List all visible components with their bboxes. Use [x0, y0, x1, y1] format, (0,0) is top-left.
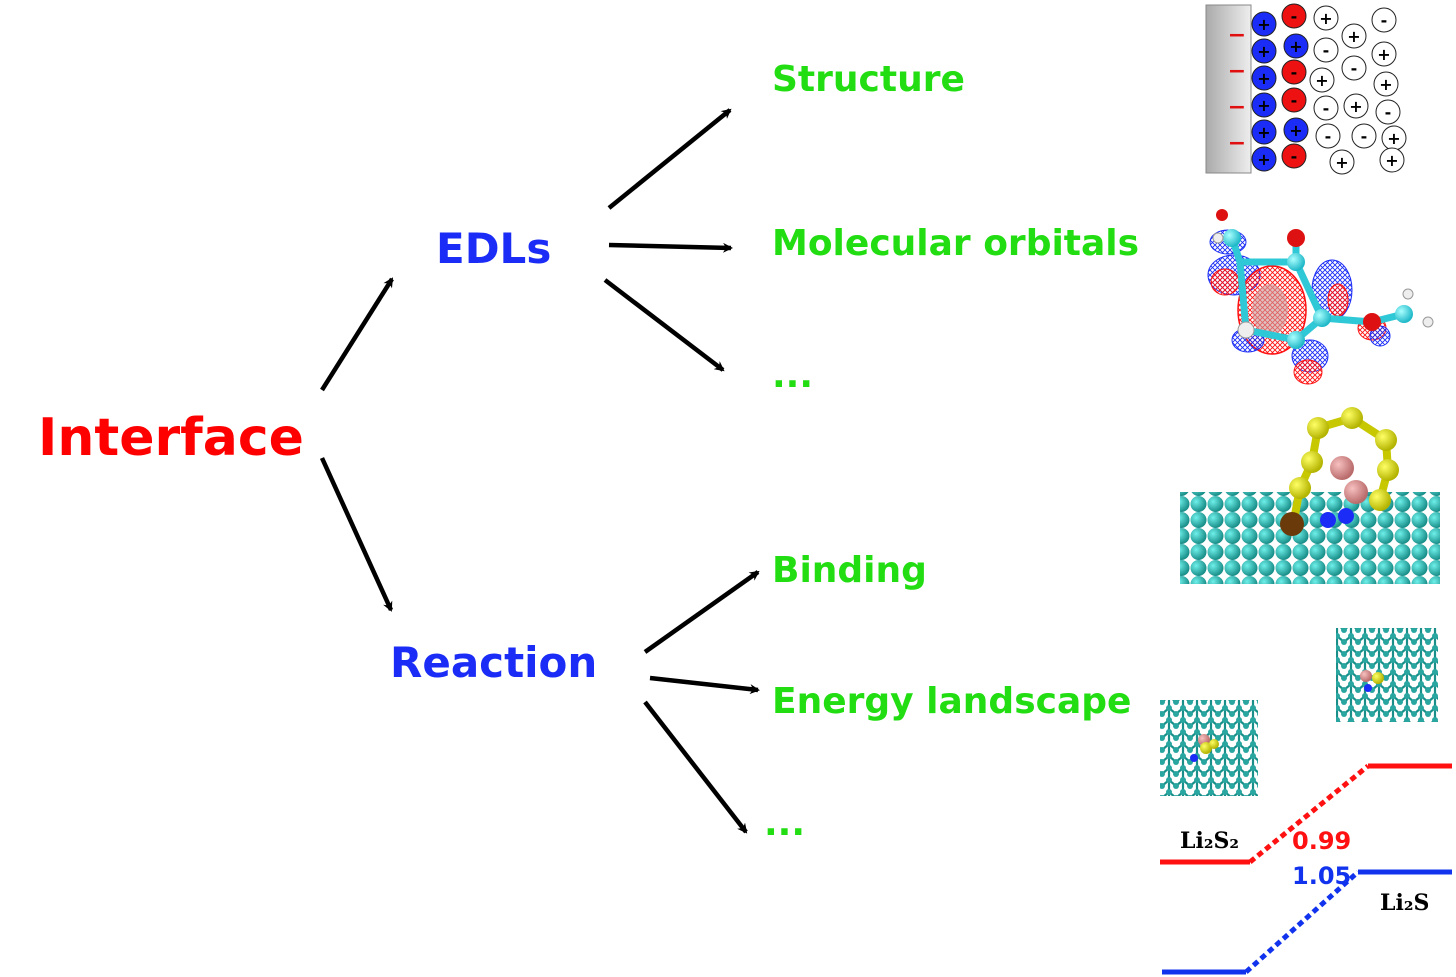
- branch-label-reaction: Reaction: [390, 638, 598, 687]
- binding-illustration: [1180, 407, 1440, 584]
- leaf-label-binding: Binding: [772, 550, 927, 591]
- arrow-edls-to-orbitals: [608, 242, 733, 253]
- initial-species-label: Li₂S₂: [1180, 828, 1239, 854]
- svg-text:-: -: [1381, 11, 1388, 30]
- surface-charge: −: [1228, 23, 1246, 48]
- red-transition-path: [1248, 764, 1370, 864]
- svg-text:-: -: [1291, 147, 1298, 166]
- svg-text:+: +: [1387, 129, 1400, 148]
- svg-text:+: +: [1347, 27, 1360, 46]
- root-label-interface: Interface: [38, 408, 304, 468]
- svg-text:-: -: [1323, 99, 1330, 118]
- energy-landscape-illustration: Li₂S₂ 0.99 1.05 Li₂S: [1160, 628, 1452, 975]
- arrow-reaction-to-energy: [649, 675, 760, 695]
- blue-transition-path: [1244, 870, 1360, 974]
- svg-text:−: −: [1228, 59, 1246, 84]
- svg-text:-: -: [1291, 63, 1298, 82]
- svg-text:+: +: [1257, 96, 1270, 115]
- svg-text:+: +: [1377, 45, 1390, 64]
- svg-text:+: +: [1319, 9, 1332, 28]
- svg-text:-: -: [1323, 41, 1330, 60]
- svg-text:−: −: [1228, 95, 1246, 120]
- arrow-edls-to-more: [603, 278, 725, 372]
- svg-text:+: +: [1349, 97, 1362, 116]
- barrier-red-value: 0.99: [1292, 827, 1351, 855]
- final-structure-snapshot: [1336, 628, 1438, 722]
- barrier-blue-value: 1.05: [1292, 862, 1351, 890]
- svg-text:+: +: [1289, 121, 1302, 140]
- leaf-label-energy-landscape: Energy landscape: [772, 681, 1132, 722]
- leaf-label-edl-more: ...: [772, 355, 814, 396]
- svg-text:-: -: [1291, 91, 1298, 110]
- svg-text:+: +: [1257, 150, 1270, 169]
- edl-structure-illustration: − − − − ++++++-+--+-++--+-++-+---+++: [1205, 3, 1407, 175]
- svg-text:+: +: [1289, 37, 1302, 56]
- arrow-reaction-to-more: [643, 700, 748, 834]
- svg-text:-: -: [1361, 127, 1368, 146]
- svg-text:+: +: [1379, 75, 1392, 94]
- svg-text:+: +: [1257, 15, 1270, 34]
- leaf-label-reaction-more: ...: [764, 803, 806, 844]
- svg-text:-: -: [1325, 127, 1332, 146]
- arrow-edls-to-structure: [607, 108, 732, 210]
- leaf-label-structure: Structure: [772, 59, 965, 100]
- arrow-interface-to-reaction: [319, 457, 394, 612]
- svg-text:−: −: [1228, 131, 1246, 156]
- svg-text:+: +: [1257, 123, 1270, 142]
- svg-text:-: -: [1385, 103, 1392, 122]
- arrow-interface-to-edls: [320, 277, 394, 392]
- svg-text:+: +: [1315, 71, 1328, 90]
- svg-text:-: -: [1351, 59, 1358, 78]
- arrow-reaction-to-binding: [643, 570, 760, 654]
- final-species-label: Li₂S: [1380, 890, 1429, 916]
- svg-text:+: +: [1335, 153, 1348, 172]
- molecular-orbital-illustration: [1207, 209, 1434, 385]
- svg-text:+: +: [1385, 151, 1398, 170]
- svg-text:+: +: [1257, 42, 1270, 61]
- svg-text:+: +: [1257, 69, 1270, 88]
- svg-text:-: -: [1291, 7, 1298, 26]
- branch-label-edls: EDLs: [436, 224, 552, 273]
- leaf-label-molecular-orbitals: Molecular orbitals: [772, 223, 1140, 264]
